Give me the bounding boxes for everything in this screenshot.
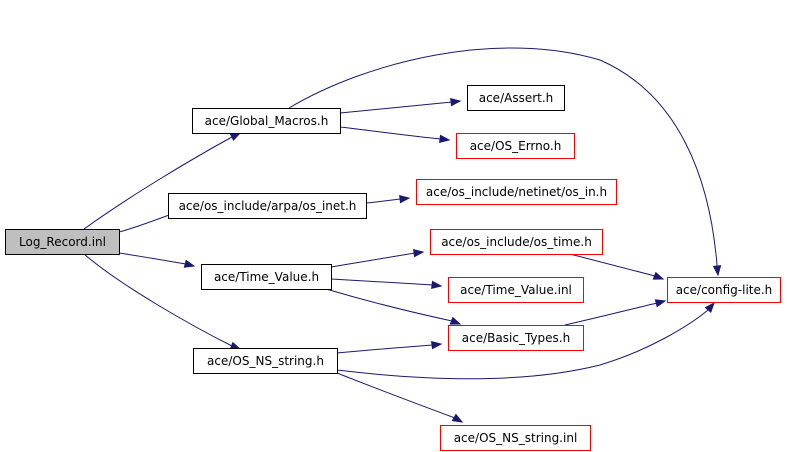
- node-label: ace/Assert.h: [479, 91, 554, 105]
- node-basic-types[interactable]: ace/Basic_Types.h: [448, 325, 584, 351]
- node-label: ace/OS_NS_string.h: [207, 354, 324, 368]
- edge-line: [330, 278, 434, 286]
- arrowhead: [449, 316, 462, 325]
- node-label: ace/Time_Value.inl: [460, 283, 572, 297]
- edge-line: [83, 253, 233, 347]
- edge-line: [118, 213, 173, 233]
- node-box: [416, 179, 617, 205]
- node-box: [440, 425, 591, 451]
- node-label: ace/config-lite.h: [676, 283, 773, 297]
- edge-line: [288, 47, 718, 266]
- node-box: [5, 229, 120, 255]
- node-os-time[interactable]: ace/os_include/os_time.h: [430, 229, 603, 255]
- node-log-record[interactable]: Log_Record.inl: [5, 229, 120, 255]
- node-config-lite[interactable]: ace/config-lite.h: [667, 277, 781, 303]
- node-label: Log_Record.inl: [19, 235, 106, 249]
- nodes-layer: Log_Record.inl ace/Global_Macros.h ace/os_…: [5, 85, 781, 451]
- node-box: [456, 133, 575, 159]
- edge-global_macros-to-os_errno: [339, 126, 451, 144]
- node-os-errno[interactable]: ace/OS_Errno.h: [456, 133, 575, 159]
- edge-log_record-to-time_value_h: [118, 252, 196, 268]
- node-box: [193, 348, 338, 374]
- node-os-inet[interactable]: ace/os_include/arpa/os_inet.h: [168, 193, 367, 219]
- node-assert[interactable]: ace/Assert.h: [467, 85, 565, 111]
- arrowhead: [652, 271, 665, 280]
- node-box: [448, 277, 584, 303]
- node-box: [467, 85, 565, 111]
- edge-line: [569, 253, 656, 277]
- node-os-ns-string-h[interactable]: ace/OS_NS_string.h: [193, 348, 338, 374]
- node-os-in[interactable]: ace/os_include/netinet/os_in.h: [416, 179, 617, 205]
- node-label: ace/Time_Value.h: [214, 270, 319, 284]
- arrowhead: [183, 259, 196, 268]
- edge-line: [336, 344, 434, 354]
- edge-os_ns_string_h-to-basic_types: [336, 340, 443, 354]
- edge-line: [330, 252, 416, 268]
- arrowhead: [654, 299, 667, 308]
- node-global-macros[interactable]: ace/Global_Macros.h: [192, 108, 341, 134]
- arrowhead: [399, 194, 411, 204]
- arrowhead: [712, 265, 722, 277]
- node-label: ace/OS_Errno.h: [470, 139, 562, 153]
- node-label: ace/Global_Macros.h: [205, 114, 329, 128]
- edge-line: [564, 302, 658, 326]
- edge-line: [339, 101, 453, 114]
- edge-global_macros-to-assert: [339, 97, 462, 114]
- node-box: [168, 193, 367, 219]
- edge-line: [83, 136, 233, 230]
- edge-line: [339, 126, 442, 140]
- node-box: [192, 108, 341, 134]
- node-label: ace/OS_NS_string.inl: [454, 431, 578, 445]
- node-box: [667, 277, 781, 303]
- node-label: ace/os_include/arpa/os_inet.h: [179, 199, 357, 213]
- edge-os_time-to-config_lite: [569, 253, 665, 280]
- edge-line: [325, 288, 453, 322]
- edge-os_inet-to-os_in: [365, 194, 411, 204]
- edge-os_ns_string_h-to-config_lite: [336, 301, 715, 380]
- arrowhead: [451, 413, 464, 423]
- node-time-value-h[interactable]: ace/Time_Value.h: [201, 264, 332, 290]
- arrowhead: [431, 280, 443, 290]
- node-box: [448, 325, 584, 351]
- edge-time_value_h-to-time_value_inl: [330, 278, 443, 290]
- arrowhead: [704, 301, 715, 313]
- arrowhead: [431, 340, 443, 350]
- edges-layer: [83, 47, 722, 423]
- edge-time_value_h-to-basic_types: [325, 288, 462, 325]
- edge-log_record-to-os_ns_string_h: [83, 253, 242, 350]
- edge-basic_types-to-config_lite: [564, 299, 667, 326]
- edge-line: [118, 252, 187, 265]
- arrowhead: [439, 134, 451, 144]
- arrowhead: [450, 97, 462, 107]
- edge-time_value_h-to-os_time: [330, 248, 425, 268]
- node-box: [430, 229, 603, 255]
- node-box: [201, 264, 332, 290]
- node-label: ace/os_include/os_time.h: [441, 235, 592, 249]
- edge-line: [365, 198, 402, 204]
- node-label: ace/os_include/netinet/os_in.h: [426, 185, 607, 199]
- edge-line: [336, 372, 456, 419]
- arrowhead: [229, 132, 242, 142]
- arrowhead: [413, 248, 425, 258]
- node-os-ns-string-inl[interactable]: ace/OS_NS_string.inl: [440, 425, 591, 451]
- edge-os_ns_string_h-to-os_ns_string_inl: [336, 372, 464, 423]
- node-label: ace/Basic_Types.h: [462, 331, 570, 345]
- edge-global_macros-to-config_lite: [288, 47, 722, 277]
- edge-line: [336, 309, 709, 380]
- node-time-value-inl[interactable]: ace/Time_Value.inl: [448, 277, 584, 303]
